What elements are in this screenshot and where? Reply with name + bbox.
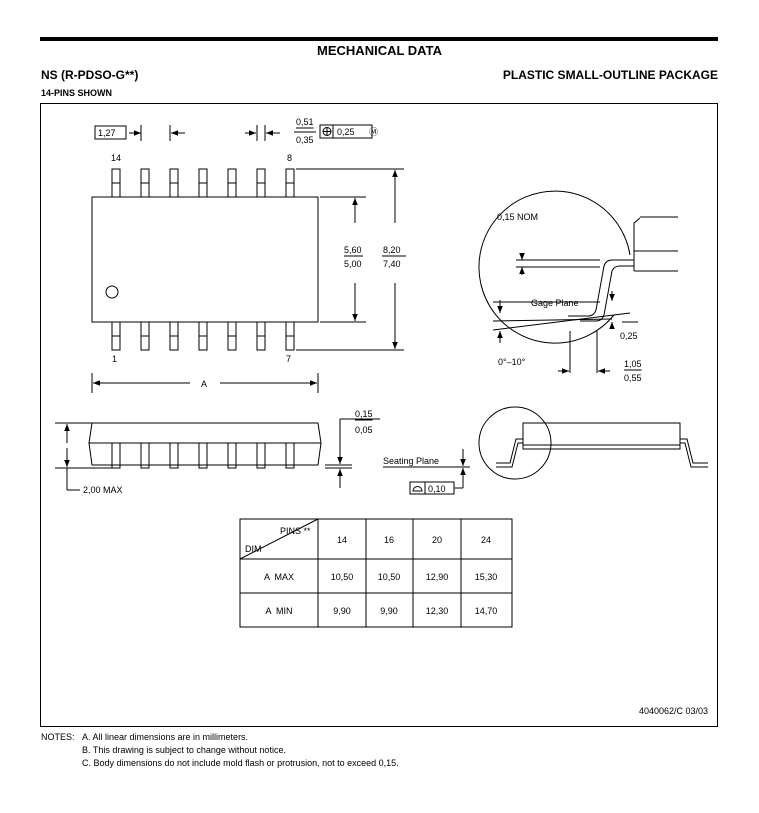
lead-width-min: 0,35 <box>296 135 314 145</box>
lead-thickness-nom: 0,15 NOM <box>497 212 538 222</box>
drawing-number: 4040062/C 03/03 <box>639 706 708 716</box>
position-tolerance: 0,25 <box>337 127 355 137</box>
height-max: 2,00 MAX <box>83 485 123 495</box>
body-width-min: 5,00 <box>344 259 362 269</box>
total-width-min: 7,40 <box>383 259 401 269</box>
pins-shown: 14-PINS SHOWN <box>41 88 113 98</box>
lead-detail-view <box>478 190 678 374</box>
foot-length-min: 0,55 <box>624 373 642 383</box>
length-label: A <box>201 379 207 389</box>
table-corner-dim: DIM <box>245 544 262 554</box>
dimension-table <box>239 518 513 628</box>
table-cell: 10,50 <box>378 572 401 582</box>
pin1-marker <box>105 285 119 299</box>
pin7-label: 7 <box>286 354 291 364</box>
package-code: NS (R-PDSO-G**) <box>41 68 139 82</box>
table-header: 20 <box>432 535 442 545</box>
table-cell: 12,90 <box>426 572 449 582</box>
standoff-min: 0,05 <box>355 425 373 435</box>
mmc-symbol: Ⓜ <box>369 127 378 137</box>
note-item: A. All linear dimensions are in millimet… <box>82 732 249 742</box>
mechanical-drawing: 1,27 0,51 0,35 0,25 Ⓜ 14 8 1 7 5,60 5,00… <box>55 117 708 716</box>
table-cell: 15,30 <box>475 572 498 582</box>
table-header: 24 <box>481 535 491 545</box>
note-item: B. This drawing is subject to change wit… <box>82 745 286 755</box>
table-cell: 12,30 <box>426 606 449 616</box>
table-cell: 14,70 <box>475 606 498 616</box>
lead-width-max: 0,51 <box>296 117 314 127</box>
standoff-max: 0,15 <box>355 409 373 419</box>
flatness-tolerance: 0,10 <box>428 484 446 494</box>
table-row-label: A MIN <box>265 606 292 616</box>
angle-range: 0°–10° <box>498 357 526 367</box>
table-corner-pins: PINS ** <box>280 526 311 536</box>
page-title: MECHANICAL DATA <box>317 43 442 58</box>
foot-length-max: 1,05 <box>624 359 642 369</box>
package-body <box>91 196 319 323</box>
seating-plane-label: Seating Plane <box>383 456 439 466</box>
table-header: 14 <box>337 535 347 545</box>
pin1-label: 1 <box>112 354 117 364</box>
note-item: C. Body dimensions do not include mold f… <box>82 758 399 768</box>
pin8-label: 8 <box>287 153 292 163</box>
table-cell: 9,90 <box>333 606 351 616</box>
table-row-label: A MAX <box>264 572 294 582</box>
bottom-leads <box>111 321 295 351</box>
notes-label: NOTES: <box>41 732 75 742</box>
body-width-max: 5,60 <box>344 245 362 255</box>
table-cell: 10,50 <box>331 572 354 582</box>
top-leads <box>111 168 295 198</box>
pitch-dim: 1,27 <box>98 128 116 138</box>
gage-plane-label: Gage Plane <box>531 298 579 308</box>
gage-dim: 0,25 <box>620 331 638 341</box>
side-view <box>55 418 380 491</box>
top-view <box>91 124 406 393</box>
table-header: 16 <box>384 535 394 545</box>
total-width-max: 8,20 <box>383 245 401 255</box>
table-cell: 9,90 <box>380 606 398 616</box>
pin14-label: 14 <box>111 153 121 163</box>
drawing-frame <box>40 103 718 727</box>
package-name: PLASTIC SMALL-OUTLINE PACKAGE <box>502 68 718 82</box>
side-detail-view <box>383 406 708 495</box>
top-rule <box>40 37 718 41</box>
